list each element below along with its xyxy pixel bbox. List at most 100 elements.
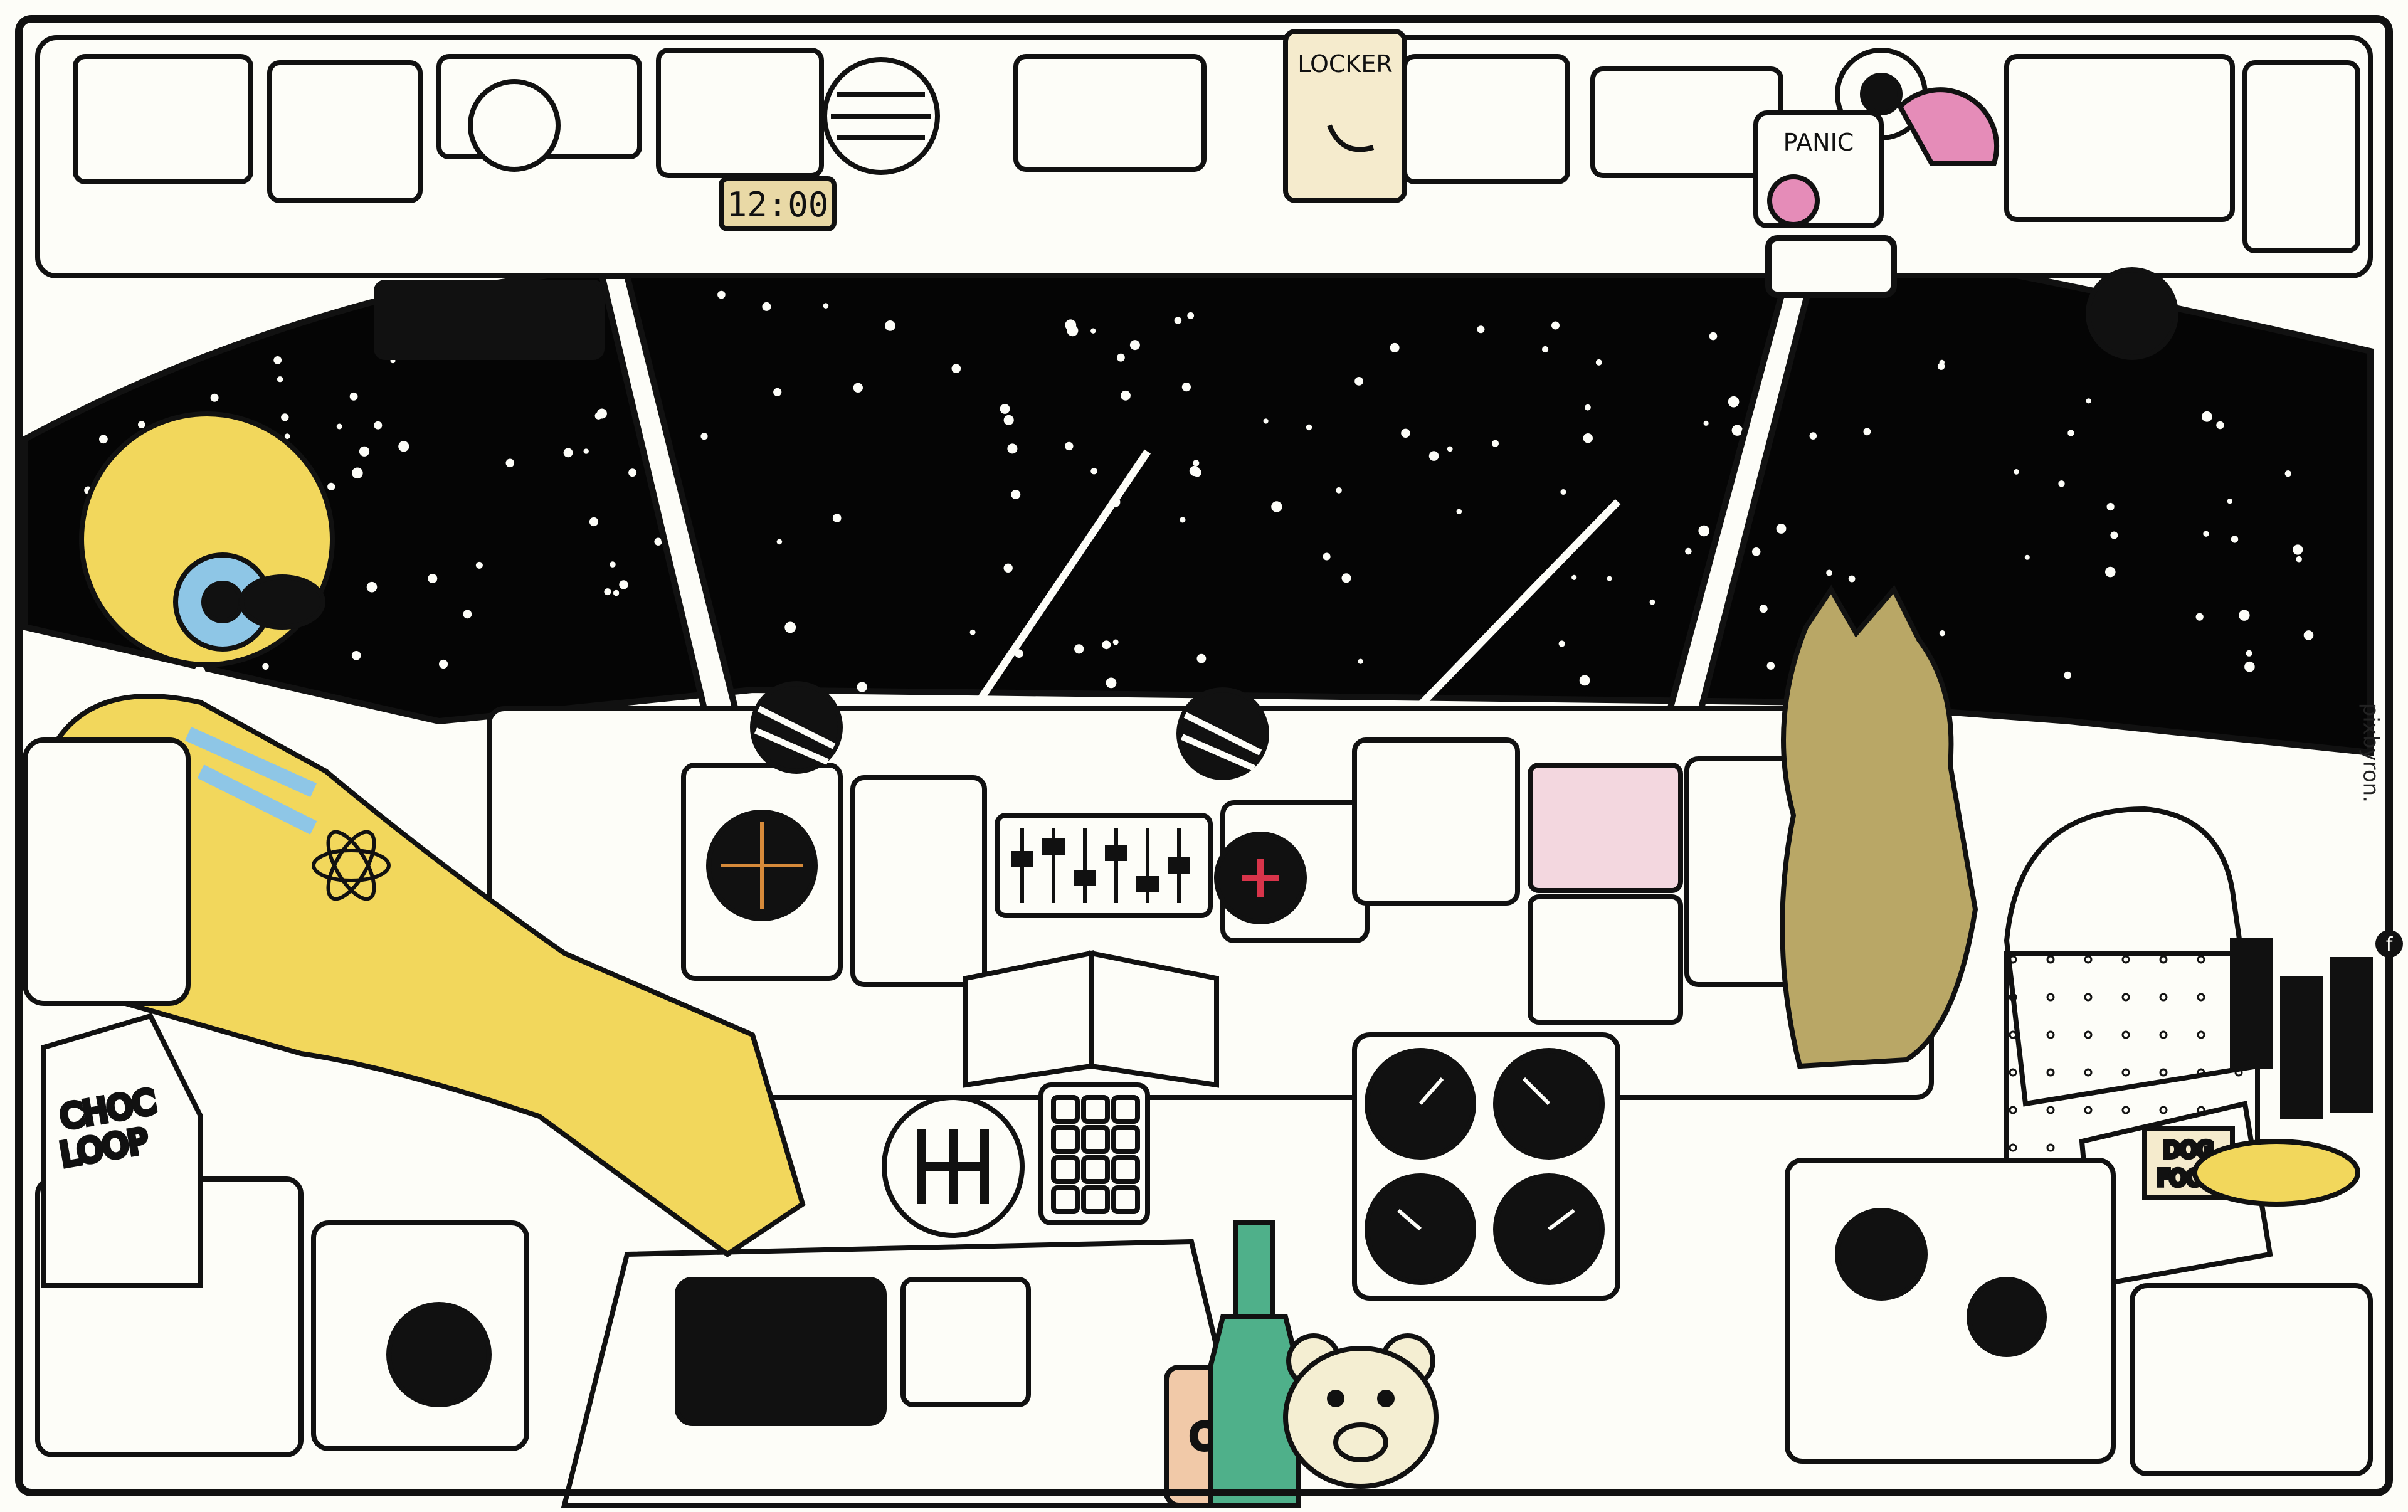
teddy-bear bbox=[1283, 1333, 1439, 1489]
star bbox=[1007, 443, 1018, 454]
star bbox=[583, 448, 589, 454]
star bbox=[773, 388, 782, 396]
star bbox=[1074, 644, 1084, 654]
star bbox=[273, 356, 282, 364]
star bbox=[1492, 440, 1499, 447]
star bbox=[1728, 396, 1740, 408]
cereal-box: CHOC LOOP bbox=[41, 1013, 203, 1288]
star bbox=[2014, 469, 2019, 475]
star bbox=[619, 580, 628, 589]
star bbox=[1065, 441, 1074, 451]
star bbox=[1809, 432, 1817, 440]
star bbox=[1428, 451, 1439, 461]
star bbox=[1003, 563, 1013, 573]
star bbox=[654, 537, 662, 546]
star bbox=[1117, 353, 1125, 362]
star bbox=[1181, 383, 1191, 392]
clock-display: 12:00 bbox=[719, 176, 837, 231]
open-book bbox=[963, 950, 1219, 1088]
star bbox=[2293, 544, 2303, 555]
star bbox=[1731, 425, 1743, 436]
star bbox=[1401, 428, 1410, 438]
green-bottle bbox=[1208, 1220, 1301, 1508]
star bbox=[1129, 340, 1140, 351]
star bbox=[1336, 487, 1342, 494]
star bbox=[2296, 556, 2302, 563]
left-wall-panels bbox=[23, 737, 529, 1457]
star bbox=[2203, 531, 2209, 537]
star bbox=[1579, 675, 1590, 686]
star bbox=[2244, 661, 2255, 672]
star bbox=[1193, 460, 1200, 467]
star bbox=[1263, 418, 1269, 424]
gear-shifter bbox=[882, 1095, 1025, 1238]
panic-label: PANIC bbox=[1783, 129, 1854, 156]
star bbox=[359, 446, 370, 457]
star bbox=[717, 290, 726, 299]
star bbox=[1354, 377, 1364, 386]
star bbox=[1703, 420, 1709, 426]
star bbox=[2058, 480, 2065, 487]
star bbox=[1776, 524, 1787, 534]
star bbox=[336, 423, 342, 430]
star bbox=[1937, 362, 1945, 370]
star bbox=[1595, 359, 1602, 366]
star bbox=[270, 319, 276, 325]
artist-credit: pixbyron. bbox=[2358, 702, 2383, 803]
gauge-cluster bbox=[1352, 1032, 1620, 1301]
star bbox=[1065, 319, 1077, 331]
keypad bbox=[1038, 1082, 1150, 1225]
star bbox=[1196, 653, 1207, 663]
star bbox=[700, 433, 708, 440]
star bbox=[589, 517, 599, 527]
keypad-key bbox=[1111, 1155, 1140, 1184]
star bbox=[2205, 292, 2212, 299]
star bbox=[776, 539, 783, 545]
star bbox=[1341, 573, 1351, 583]
star bbox=[1848, 575, 1856, 583]
striped-globes bbox=[750, 681, 1269, 780]
panic-button: PANIC bbox=[1753, 87, 2000, 228]
star bbox=[1174, 317, 1182, 324]
star bbox=[138, 421, 145, 428]
star bbox=[2246, 650, 2252, 657]
star bbox=[784, 621, 796, 633]
dog bbox=[1780, 584, 1978, 1069]
star bbox=[2231, 536, 2239, 543]
star bbox=[277, 376, 283, 383]
lower-floor bbox=[561, 1239, 1258, 1508]
star bbox=[2064, 671, 2072, 679]
keypad-key bbox=[1081, 1125, 1110, 1154]
star bbox=[2202, 411, 2212, 422]
star bbox=[352, 467, 363, 479]
star bbox=[951, 364, 961, 373]
star bbox=[1447, 446, 1453, 452]
star bbox=[1709, 332, 1718, 341]
star bbox=[266, 299, 275, 308]
star bbox=[1560, 489, 1566, 495]
star bbox=[463, 610, 472, 619]
keypad-key bbox=[1111, 1095, 1140, 1124]
star bbox=[1323, 552, 1331, 561]
keypad-key bbox=[1111, 1185, 1140, 1214]
star bbox=[1456, 509, 1462, 515]
star bbox=[1106, 677, 1117, 689]
star bbox=[1390, 342, 1400, 352]
astronaut bbox=[47, 411, 806, 1257]
star bbox=[2067, 430, 2074, 436]
star bbox=[1271, 501, 1282, 512]
dog-bowl bbox=[2192, 1139, 2360, 1207]
star bbox=[1571, 574, 1577, 581]
star bbox=[1766, 662, 1775, 670]
star bbox=[428, 574, 438, 583]
star bbox=[969, 629, 976, 635]
star bbox=[1558, 640, 1565, 647]
star bbox=[2106, 502, 2115, 511]
star bbox=[1607, 576, 1612, 581]
star bbox=[262, 663, 269, 670]
star bbox=[2227, 499, 2232, 504]
star bbox=[2110, 531, 2118, 539]
star bbox=[2216, 421, 2224, 430]
star bbox=[613, 589, 620, 596]
